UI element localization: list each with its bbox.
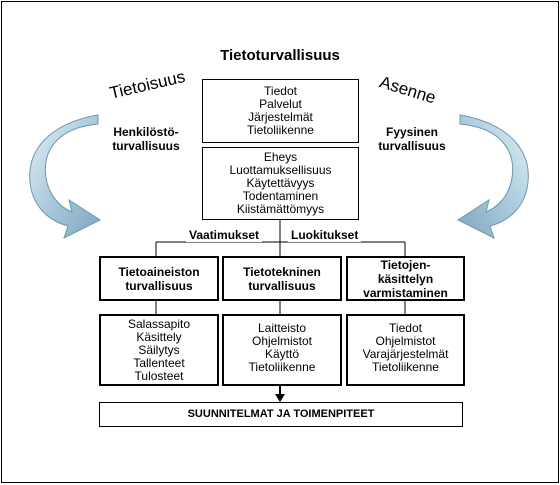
right-curved-arrow: [456, 114, 529, 239]
plans-and-actions-box: SUUNNITELMAT JA TOIMENPITEET: [99, 402, 463, 427]
left-curved-arrow: [29, 114, 102, 239]
requirements-label: Vaatimukset: [186, 228, 263, 242]
diagram-title: Tietoturvallisuus: [220, 47, 340, 64]
personnel-security-label: Henkilöstö- turvallisuus: [112, 125, 180, 153]
physical-security-label: Fyysinen turvallisuus: [378, 125, 446, 153]
classifications-label: Luokitukset: [288, 228, 362, 242]
